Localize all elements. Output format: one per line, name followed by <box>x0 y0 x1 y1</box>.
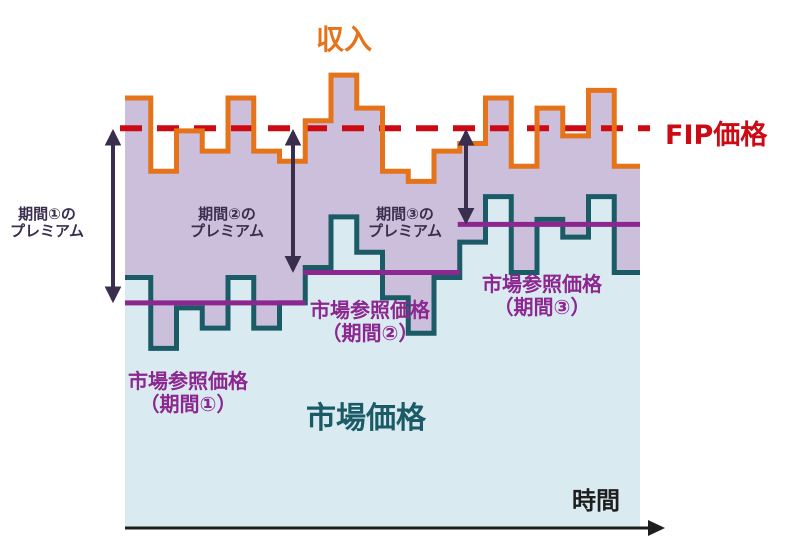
fip-price-label: FIP価格 <box>665 120 768 151</box>
premium-3-line-2: プレミアム <box>368 222 442 241</box>
premium-period-2-label: 期間②の プレミアム <box>190 205 264 241</box>
revenue-line <box>125 72 640 184</box>
reference-price-period-2-label: 市場参照価格 （期間②） <box>310 299 430 345</box>
time-axis-label: 時間 <box>572 487 620 515</box>
premium-2-line-2: プレミアム <box>190 222 264 241</box>
market-price-line <box>125 194 640 351</box>
premium-3-line-1: 期間③の <box>376 205 434 223</box>
premium-period-3-label: 期間③の プレミアム <box>368 205 442 241</box>
reference-price-period-1-label: 市場参照価格 （期間①） <box>128 370 248 416</box>
reference-1-line-2: （期間①） <box>139 392 237 416</box>
time-axis <box>125 520 665 536</box>
reference-3-line-1: 市場参照価格 <box>482 272 602 296</box>
reference-price-period-3-label: 市場参照価格 （期間③） <box>482 273 602 319</box>
lines-layer <box>120 72 650 351</box>
premium-period-1-label: 期間①の プレミアム <box>10 205 84 241</box>
reference-1-line-1: 市場参照価格 <box>128 369 248 393</box>
premium-2-line-1: 期間②の <box>198 205 256 223</box>
market-price-label: 市場価格 <box>306 401 426 436</box>
premium-1-line-1: 期間①の <box>18 205 76 223</box>
time-axis-arrowhead <box>648 520 665 536</box>
revenue-label: 収入 <box>316 23 373 56</box>
reference-3-line-2: （期間③） <box>493 295 591 319</box>
premium-1-line-2: プレミアム <box>10 222 84 241</box>
reference-2-line-1: 市場参照価格 <box>310 298 430 322</box>
reference-2-line-2: （期間②） <box>321 321 419 345</box>
premium-arrows <box>104 128 475 304</box>
